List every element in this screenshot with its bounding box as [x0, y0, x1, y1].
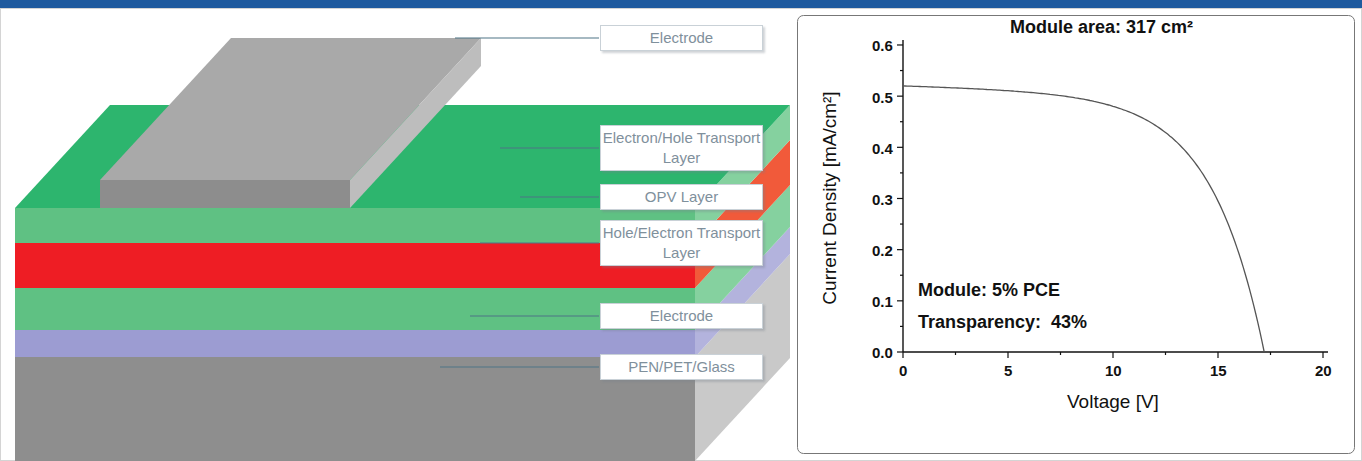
tick-label: 20	[1315, 362, 1332, 379]
tick-mark	[897, 198, 903, 199]
chart-annotation: Module: 5% PCE	[918, 280, 1060, 301]
chart-annotation: Module area: 317 cm²	[1010, 17, 1193, 38]
leader-line	[470, 315, 599, 316]
chart-annotation: Transparency: 43%	[918, 312, 1087, 333]
tick-mark	[1270, 352, 1271, 355]
y-axis	[902, 40, 903, 352]
callout-text: Hole/Electron Transport Layer	[602, 223, 761, 263]
callout-text: PEN/PET/Glass	[602, 357, 761, 377]
opv-front	[15, 243, 695, 288]
jv-curve	[903, 86, 1264, 352]
tick-label: 0.3	[872, 191, 893, 208]
page-frame	[1, 9, 1362, 461]
tick-mark	[900, 326, 903, 327]
tick-mark	[900, 70, 903, 71]
tick-mark	[897, 351, 903, 352]
tick-label: 5	[1004, 362, 1012, 379]
tick-mark	[1322, 352, 1323, 358]
tick-mark	[900, 121, 903, 122]
tick-mark	[955, 352, 956, 355]
tick-label: 0.1	[872, 293, 893, 310]
tick-label: 0.6	[872, 37, 893, 54]
leader-lines	[440, 38, 599, 367]
tick-mark	[900, 275, 903, 276]
top-band	[0, 0, 1362, 8]
leader-line	[455, 37, 599, 38]
tick-mark	[1007, 352, 1008, 358]
leader-line	[440, 366, 599, 367]
tick-label: 10	[1105, 362, 1122, 379]
tick-mark	[897, 96, 903, 97]
callout-text: OPV Layer	[602, 187, 761, 207]
electrode-front	[15, 330, 695, 357]
chart-panel	[798, 16, 1355, 454]
electrode-front	[100, 180, 350, 208]
axes	[903, 40, 1328, 352]
tick-mark	[1165, 352, 1166, 355]
electrode-side	[350, 38, 481, 208]
tick-mark	[897, 249, 903, 250]
layer-callout: Electrode	[600, 303, 763, 329]
transport-front	[15, 288, 695, 330]
layer-callout: PEN/PET/Glass	[600, 354, 763, 380]
tick-label: 0.2	[872, 242, 893, 259]
tick-label: 0.5	[872, 89, 893, 106]
tick-mark	[897, 44, 903, 45]
transport-front	[15, 208, 695, 243]
tick-mark	[1217, 352, 1218, 358]
layer-callout: Electrode	[600, 25, 763, 51]
tick-mark	[897, 300, 903, 301]
leader-line	[520, 196, 599, 197]
tick-mark	[902, 352, 903, 358]
callout-text: Electron/Hole Transport Layer	[602, 128, 761, 168]
callout-text: Electrode	[602, 28, 761, 48]
axis-title: Current Density [mA/cm²]	[819, 91, 841, 304]
substrate-front	[15, 357, 695, 461]
tick-mark	[1060, 352, 1061, 355]
tick-marks	[897, 45, 1323, 358]
tick-mark	[897, 147, 903, 148]
leader-line	[480, 242, 599, 243]
tick-label: 0	[899, 362, 907, 379]
layer-callout: Hole/Electron Transport Layer	[600, 220, 763, 266]
tick-label: 0.0	[872, 344, 893, 361]
layer-callout: Electron/Hole Transport Layer	[600, 125, 763, 171]
tick-mark	[1112, 352, 1113, 358]
callout-text: Electrode	[602, 306, 761, 326]
tick-mark	[900, 172, 903, 173]
tick-label: 0.4	[872, 140, 893, 157]
leader-line	[500, 147, 599, 148]
layer-callout: OPV Layer	[600, 184, 763, 210]
tick-label: 15	[1210, 362, 1227, 379]
axis-title: Voltage [V]	[1067, 391, 1159, 413]
tick-mark	[900, 223, 903, 224]
